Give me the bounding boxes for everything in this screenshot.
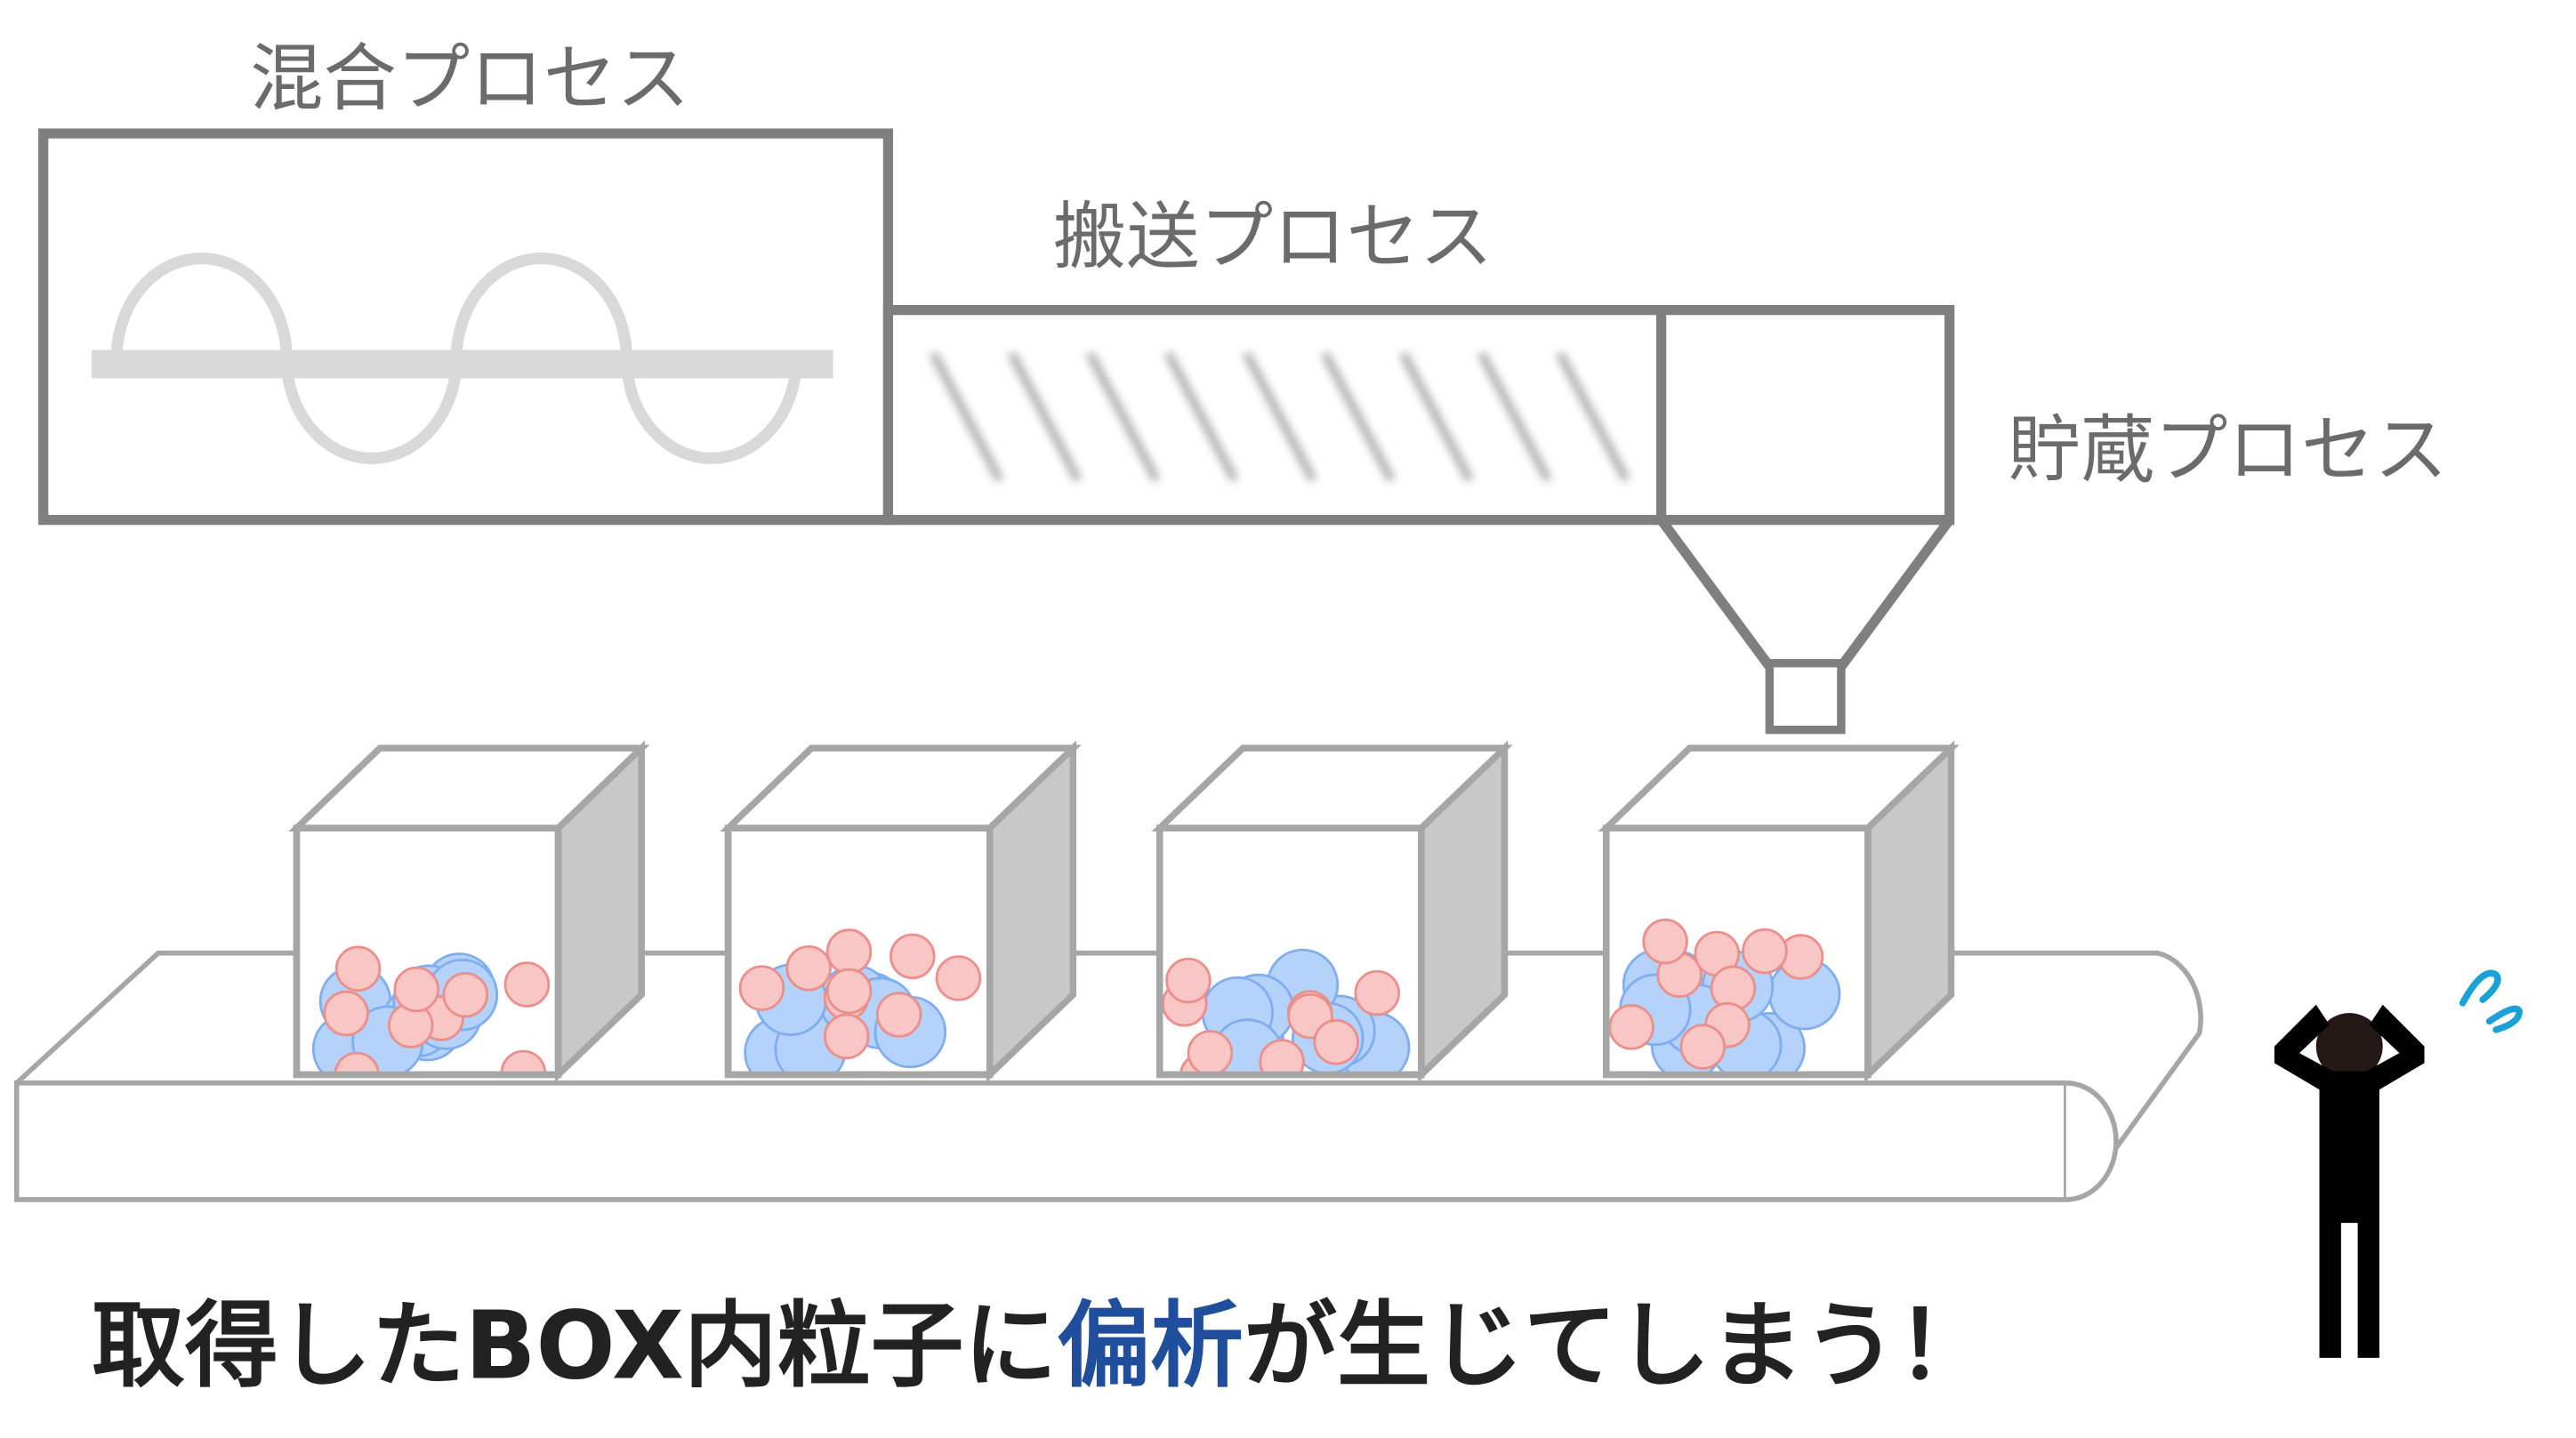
small-particle [1354,969,1400,1016]
small-particle [334,945,382,992]
small-particle [1742,928,1788,975]
small-particle [875,992,922,1038]
worried-person-icon [2274,969,2524,1358]
small-particle [1313,1019,1359,1065]
small-particle [825,928,873,975]
small-particle [503,961,551,1008]
small-particle [738,965,785,1011]
small-particle [1165,957,1212,1004]
small-particle [1642,918,1688,965]
small-particle [825,968,873,1015]
caption-before: 取得したBOX内粒子に [92,1291,1057,1400]
mixer-tank [38,128,894,526]
mixing-process-label: 混合プロセス [250,36,689,121]
storage-hopper [1655,305,1955,735]
small-particle [1679,1024,1727,1070]
small-particle [393,966,439,1013]
small-particle [890,933,936,980]
worry-marks-icon [2459,969,2524,1033]
small-particle [1259,1039,1305,1075]
small-particle [323,990,369,1037]
caption-after: が生じてしまう！ [1244,1291,1990,1400]
sample-box [720,740,1082,1083]
sample-box [1151,740,1513,1083]
mixer-shaft [92,349,833,379]
sample-box [1598,740,1960,1083]
small-particle [935,955,982,1001]
hopper-spout [1765,659,1846,735]
caption-highlight: 偏析 [1057,1291,1244,1400]
small-particle [1187,1030,1234,1075]
storage-process-label: 貯蔵プロセス [2008,407,2447,493]
small-particle [1608,1004,1654,1050]
transport-process-label: 搬送プロセス [1053,194,1493,279]
sample-box [288,740,650,1083]
caption: 取得したBOX内粒子に偏析が生じてしまう！ [92,1291,1990,1400]
screw-conveyor [882,305,1667,526]
small-particle [442,971,489,1018]
small-particle [823,1013,870,1060]
small-particle [334,1051,380,1075]
small-particle [785,944,832,992]
